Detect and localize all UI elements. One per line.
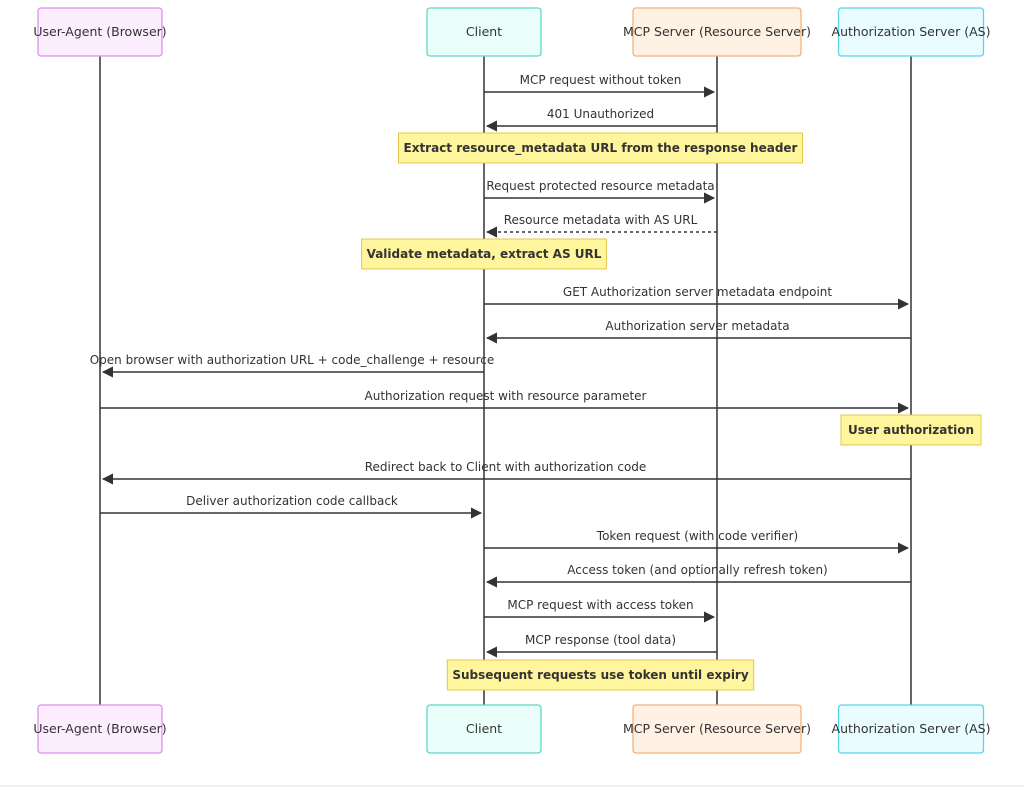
actor-label: Authorization Server (AS) — [832, 24, 991, 39]
message-label: Redirect back to Client with authorizati… — [365, 460, 647, 474]
note-3: Extract resource_metadata URL from the r… — [398, 132, 803, 164]
message-2: 401 Unauthorized — [485, 107, 717, 132]
note-label: Extract resource_metadata URL from the r… — [404, 141, 798, 156]
diagram-steps: MCP request without token 401 Unauthorize… — [90, 73, 982, 691]
note-box — [840, 414, 982, 446]
actor-box — [837, 704, 985, 754]
actor-as-bottom: Authorization Server (AS) — [832, 704, 991, 754]
note-box — [446, 659, 755, 691]
note-18: Subsequent requests use token until expi… — [446, 659, 755, 691]
message-label: Open browser with authorization URL + co… — [90, 353, 495, 367]
message-4: Request protected resource metadata — [484, 179, 716, 204]
actor-box — [632, 704, 802, 754]
message-13: Deliver authorization code callback — [100, 494, 483, 519]
message-8: Authorization server metadata — [485, 319, 911, 344]
message-label: 401 Unauthorized — [547, 107, 654, 121]
note-label: Subsequent requests use token until expi… — [452, 668, 749, 682]
message-label: Resource metadata with AS URL — [504, 213, 698, 227]
message-label: GET Authorization server metadata endpoi… — [563, 285, 832, 299]
actor-label: Authorization Server (AS) — [832, 721, 991, 736]
message-14: Token request (with code verifier) — [484, 529, 910, 554]
actor-box — [37, 7, 163, 57]
note-box — [361, 238, 607, 270]
actor-box — [632, 7, 802, 57]
actor-row-top: User-Agent (Browser) Client MCP Server (Re… — [33, 7, 991, 57]
actor-label: User-Agent (Browser) — [33, 721, 166, 736]
actor-label: MCP Server (Resource Server) — [623, 721, 811, 736]
actor-box — [426, 7, 542, 57]
message-15: Access token (and optionally refresh tok… — [485, 563, 911, 588]
actor-ua-top: User-Agent (Browser) — [33, 7, 167, 57]
message-17: MCP response (tool data) — [485, 633, 717, 658]
message-5: Resource metadata with AS URL — [485, 213, 717, 238]
note-box — [398, 132, 803, 164]
message-label: MCP request with access token — [507, 598, 693, 612]
message-label: Access token (and optionally refresh tok… — [567, 563, 827, 577]
note-6: Validate metadata, extract AS URL — [361, 238, 607, 270]
note-label: Validate metadata, extract AS URL — [367, 247, 602, 261]
note-11: User authorization — [840, 414, 982, 446]
message-1: MCP request without token — [484, 73, 716, 98]
message-label: Request protected resource metadata — [486, 179, 714, 193]
message-label: Authorization server metadata — [605, 319, 789, 333]
actor-mcp-bottom: MCP Server (Resource Server) — [623, 704, 811, 754]
actor-box — [426, 704, 542, 754]
lifelines — [99, 56, 912, 705]
actor-box — [37, 704, 163, 754]
note-label: User authorization — [848, 423, 974, 437]
message-label: Authorization request with resource para… — [365, 389, 647, 403]
actor-label: MCP Server (Resource Server) — [623, 24, 811, 39]
message-label: Deliver authorization code callback — [186, 494, 398, 508]
actor-ua-bottom: User-Agent (Browser) — [33, 704, 167, 754]
actor-mcp-top: MCP Server (Resource Server) — [623, 7, 811, 57]
actor-client-bottom: Client — [426, 704, 542, 754]
actor-label: User-Agent (Browser) — [33, 24, 166, 39]
message-label: Token request (with code verifier) — [596, 529, 798, 543]
actor-client-top: Client — [426, 7, 542, 57]
message-10: Authorization request with resource para… — [100, 389, 910, 414]
message-9: Open browser with authorization URL + co… — [90, 353, 495, 378]
actor-label: Client — [466, 721, 502, 736]
message-label: MCP response (tool data) — [525, 633, 676, 647]
actor-box — [837, 7, 985, 57]
message-12: Redirect back to Client with authorizati… — [101, 460, 911, 485]
actor-row-bottom: User-Agent (Browser) Client MCP Server (Re… — [33, 704, 991, 754]
message-label: MCP request without token — [520, 73, 682, 87]
actor-as-top: Authorization Server (AS) — [832, 7, 991, 57]
actor-label: Client — [466, 24, 502, 39]
message-7: GET Authorization server metadata endpoi… — [484, 285, 910, 310]
message-16: MCP request with access token — [484, 598, 716, 623]
